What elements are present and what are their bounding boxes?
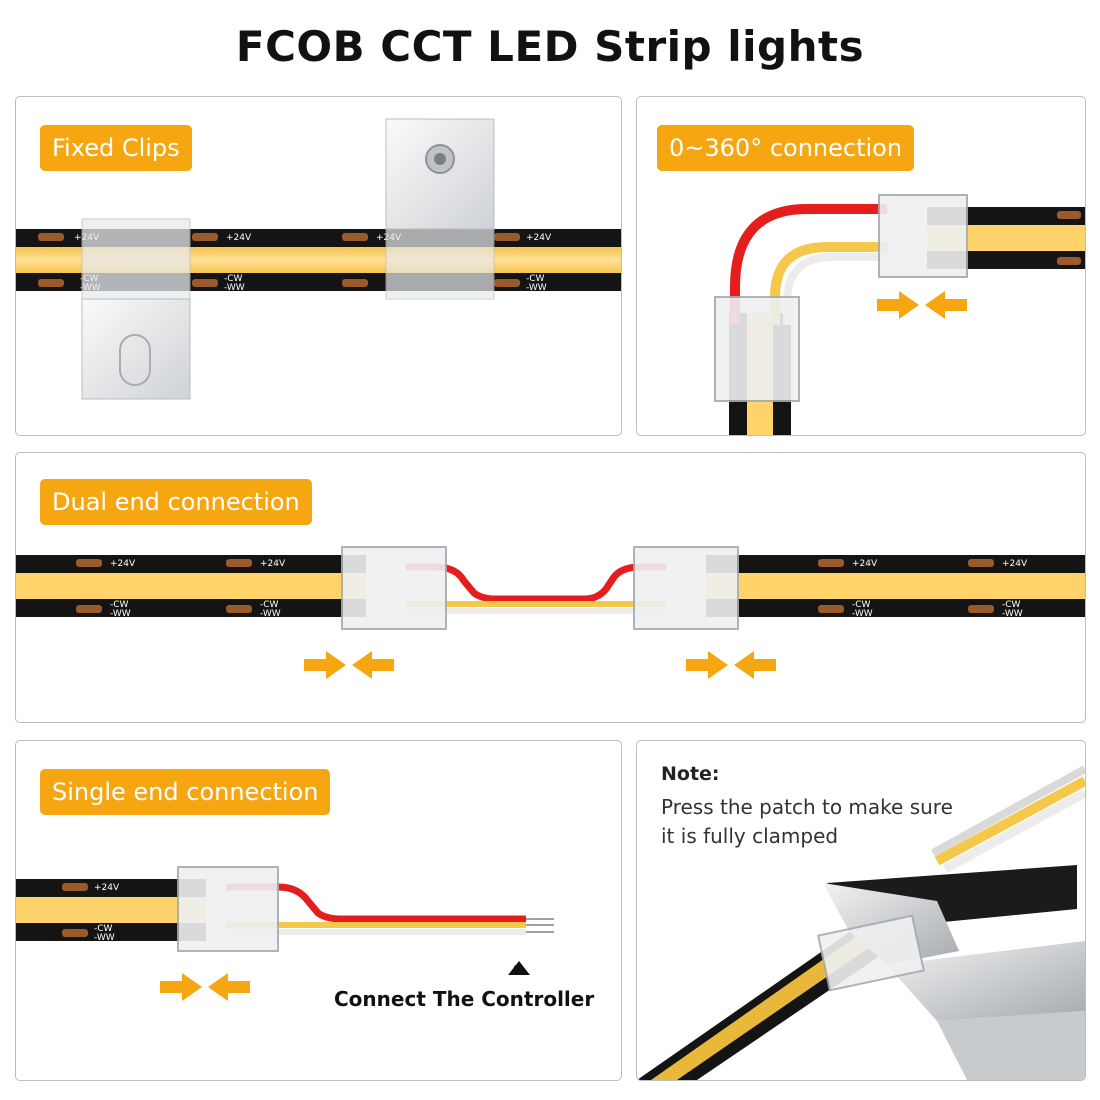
strip-label-ww: -WW <box>260 609 281 619</box>
note-panel: Note: Press the patch to make sure it is… <box>636 740 1086 1081</box>
strip-label-cw: -CW <box>260 600 279 610</box>
angle-connection-illustration <box>714 194 1085 435</box>
press-arrows <box>160 973 250 1001</box>
strip-label-ww: -WW <box>1002 609 1023 619</box>
page-title: FCOB CCT LED Strip lights <box>235 22 865 71</box>
strip-label-ww: -WW <box>852 609 873 619</box>
wire-ends <box>526 918 554 933</box>
strip-label-24v: +24V <box>1002 559 1028 569</box>
note-title: Note: <box>661 763 720 785</box>
angle-connection-label: 0~360° connection <box>657 125 915 171</box>
single-connection-illustration: +24V -CW -WW <box>16 866 554 1001</box>
strip-label-24v: +24V <box>526 233 552 243</box>
press-arrows <box>304 651 776 679</box>
strip-label-cw: -CW <box>1002 600 1021 610</box>
press-arrows <box>877 291 967 319</box>
fixed-clips-panel: +24V +24V +24V +24V -CW -WW -CW -WW -CW … <box>15 96 622 436</box>
strip-label-cw: -CW <box>224 274 243 284</box>
connect-controller-caption: Connect The Controller <box>334 987 595 1011</box>
strip-label-cw: -CW <box>94 924 113 934</box>
fixed-clip-screw <box>385 118 495 300</box>
strip-label-24v: +24V <box>226 233 252 243</box>
strip-label-ww: -WW <box>110 609 131 619</box>
strip-label-cw: -CW <box>110 600 129 610</box>
strip-label-ww: -WW <box>526 283 547 293</box>
dual-connection-label: Dual end connection <box>40 479 312 525</box>
strip-label-24v: +24V <box>94 883 120 893</box>
fixed-clips-label: Fixed Clips <box>40 125 192 171</box>
strip-label-ww: -WW <box>224 283 245 293</box>
single-connection-panel: +24V -CW -WW Single end connection Conne… <box>15 740 622 1081</box>
strip-label-24v: +24V <box>260 559 286 569</box>
strip-label-cw: -CW <box>852 600 871 610</box>
strip-label-ww: -WW <box>94 933 115 943</box>
strip-label-cw: -CW <box>526 274 545 284</box>
strip-label-24v: +24V <box>110 559 136 569</box>
fixed-clip-open <box>81 218 191 400</box>
fixed-clips-illustration: +24V +24V +24V +24V -CW -WW -CW -WW -CW … <box>16 118 621 400</box>
clamping-illustration <box>637 765 1085 1080</box>
single-connection-label: Single end connection <box>40 769 331 815</box>
dual-connection-panel: +24V +24V +24V +24V -CW -WW -CW -WW -CW … <box>15 452 1086 723</box>
angle-connection-panel: 0~360° connection <box>636 96 1086 436</box>
dual-connection-illustration: +24V +24V +24V +24V -CW -WW -CW -WW -CW … <box>16 546 1085 679</box>
strip-label-24v: +24V <box>852 559 878 569</box>
note-text: Press the patch to make sure it is fully… <box>661 795 953 848</box>
